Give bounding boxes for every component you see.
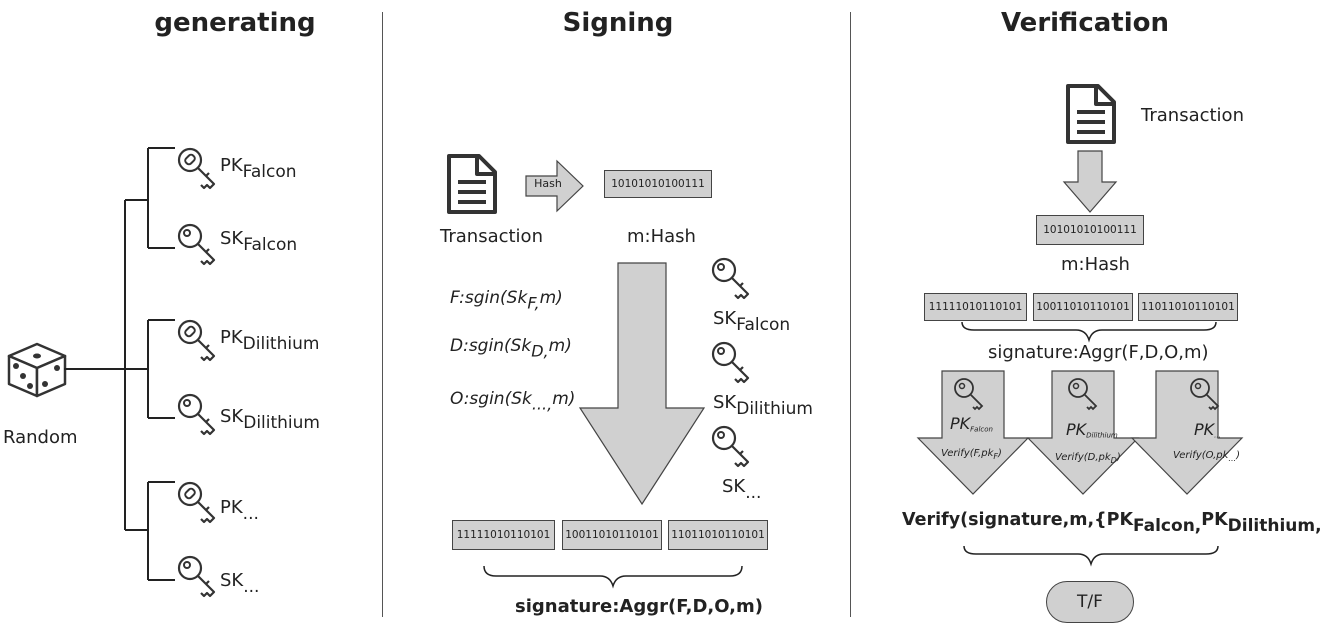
verify-arrow-other <box>1130 370 1244 495</box>
divider-left <box>382 12 383 617</box>
generating-title: generating <box>154 8 316 38</box>
verification-down-arrow <box>1062 150 1118 213</box>
verification-title: Verification <box>1000 8 1169 38</box>
signing-sk-dilithium: SKDilithium <box>713 392 813 419</box>
signing-sig-bits-1: 11111010110101 <box>452 520 555 550</box>
signing-m-hash-label: m:Hash <box>627 226 696 247</box>
verify-op-falcon: Verify(F,pkF) <box>941 448 1002 461</box>
verification-transaction-label: Transaction <box>1141 105 1244 126</box>
verify-pk-other: PK... <box>1194 420 1221 440</box>
verification-aggregate-label: signature:Aggr(F,D,O,m) <box>988 342 1209 363</box>
hash-arrow <box>525 159 584 213</box>
key-label-pk-dilithium: PKDilithium <box>220 327 320 354</box>
verification-sig-bits-2: 10011010110101 <box>1033 293 1133 321</box>
secret-key-icon <box>177 555 216 598</box>
random-label: Random <box>3 427 78 448</box>
verification-brace-top <box>961 321 1217 343</box>
public-key-icon <box>177 319 216 362</box>
result-pill: T/F <box>1046 581 1134 623</box>
secret-key-icon <box>177 393 216 436</box>
signing-down-arrow <box>578 262 706 506</box>
verification-sig-bits-3: 11011010110101 <box>1138 293 1238 321</box>
signing-sk-falcon: SKFalcon <box>713 308 791 335</box>
signing-sig-bits-3: 11011010110101 <box>668 520 768 550</box>
verify-pk-dilithium: PKDilithium <box>1066 420 1118 440</box>
divider-right <box>850 12 851 617</box>
key-label-sk-dilithium: SKDilithium <box>220 406 320 433</box>
secret-key-icon <box>711 341 750 384</box>
document-icon <box>1066 84 1116 144</box>
secret-key-icon <box>711 257 750 300</box>
sign-op-falcon: F:sgin(SkF,m) <box>450 288 563 313</box>
sign-op-other: O:sgin(Sk...,m) <box>450 389 576 414</box>
verify-op-dilithium: Verify(D,pkD) <box>1055 452 1121 465</box>
signing-hash-bits: 10101010100111 <box>604 170 712 198</box>
signing-sk-other: SK... <box>722 476 762 503</box>
hash-arrow-label: Hash <box>534 177 562 190</box>
verify-op-other: Verify(O,pk...) <box>1173 450 1240 463</box>
verification-m-hash-label: m:Hash <box>1061 254 1130 275</box>
verification-sig-bits-1: 11111010110101 <box>924 293 1027 321</box>
verification-brace-bottom <box>963 545 1219 567</box>
key-label-sk-other: SK... <box>220 570 260 597</box>
verify-arrow-dilithium <box>1026 370 1140 495</box>
verify-call-label: Verify(signature,m,{PKFalcon,PKDilithium… <box>902 510 1321 536</box>
dice-icon <box>7 342 67 398</box>
sign-op-dilithium: D:sgin(SkD,m) <box>450 336 572 361</box>
verify-pk-falcon: PKFalcon <box>950 414 993 434</box>
verification-hash-bits: 10101010100111 <box>1036 215 1144 245</box>
key-label-sk-falcon: SKFalcon <box>220 228 298 255</box>
key-label-pk-falcon: PKFalcon <box>220 155 297 182</box>
result-label: T/F <box>1077 592 1103 612</box>
secret-key-icon <box>711 425 750 468</box>
signing-sig-bits-2: 10011010110101 <box>562 520 662 550</box>
key-label-pk-other: PK... <box>220 497 259 524</box>
public-key-icon <box>177 481 216 524</box>
signing-title: Signing <box>562 8 674 38</box>
signing-aggregate-label: signature:Aggr(F,D,O,m) <box>515 596 763 617</box>
document-icon <box>447 154 497 214</box>
verify-arrow-falcon <box>916 370 1030 495</box>
secret-key-icon <box>177 223 216 266</box>
signing-brace <box>483 565 743 589</box>
public-key-icon <box>177 147 216 190</box>
signing-transaction-label: Transaction <box>440 226 543 247</box>
key-tree-lines <box>64 147 175 581</box>
